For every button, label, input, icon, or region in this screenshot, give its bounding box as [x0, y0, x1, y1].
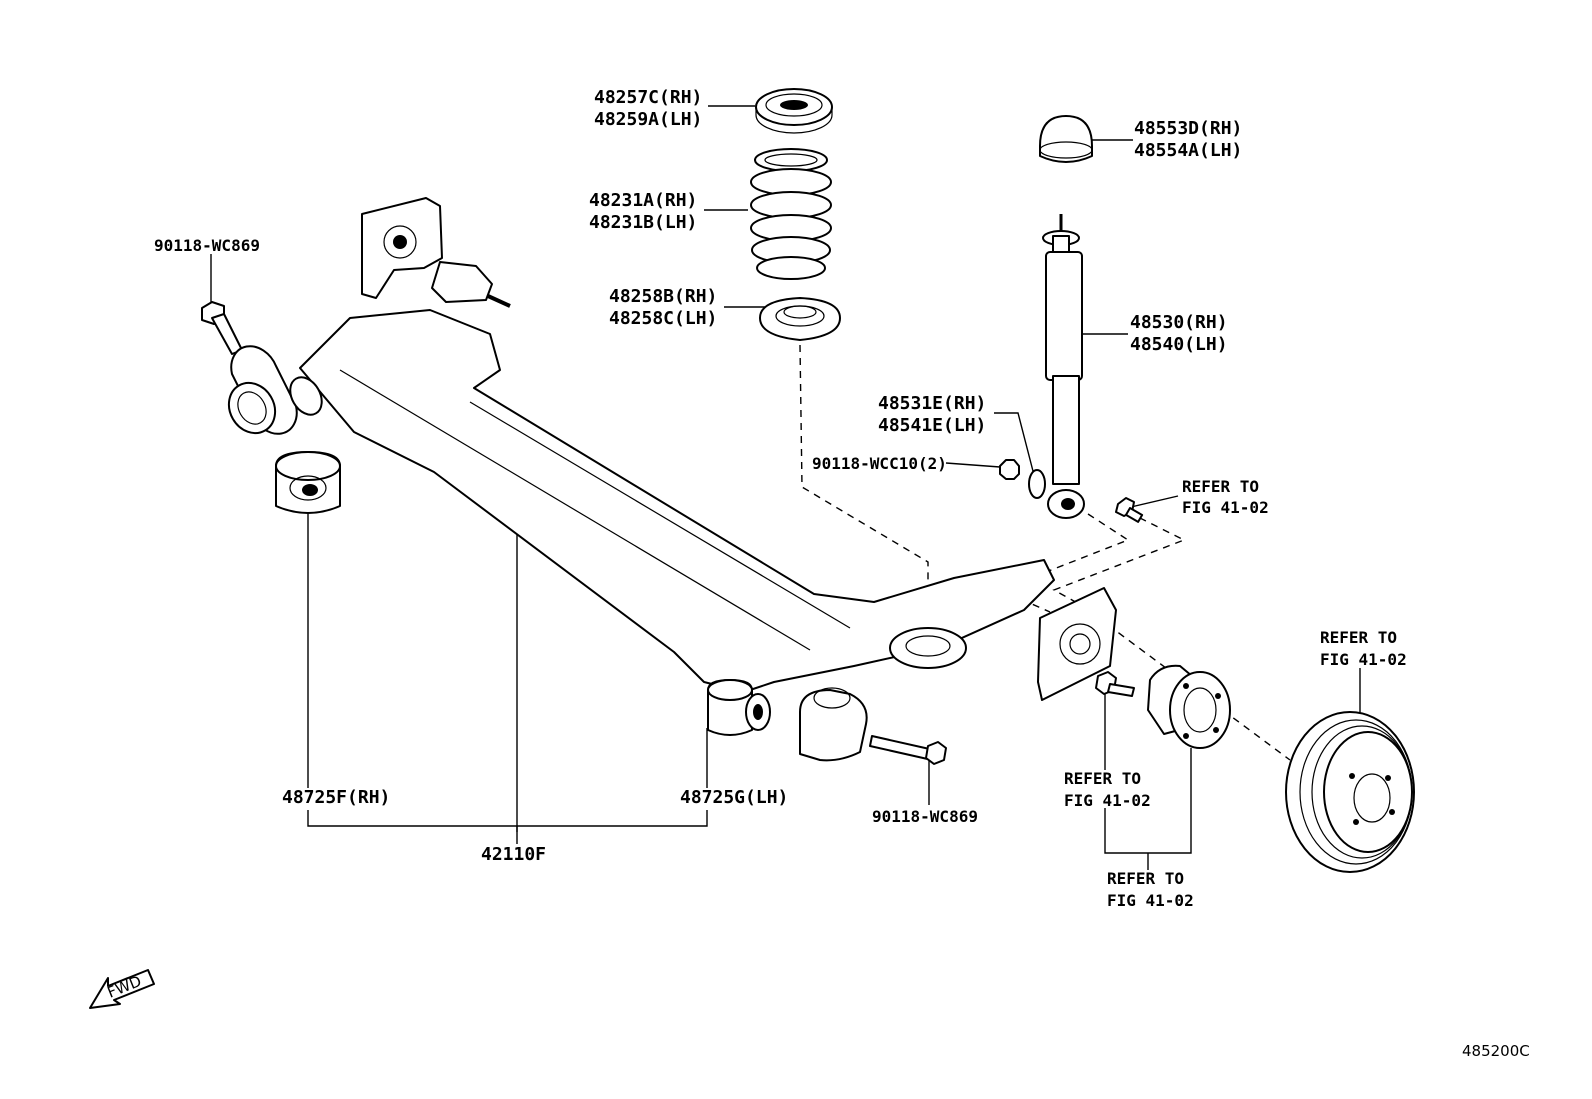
cushion-washer	[1028, 469, 1046, 499]
label-refer-drum-1: REFER TO	[1320, 628, 1397, 647]
label-refer-hub-2: FIG 41-02	[1107, 891, 1194, 910]
bushing-lh	[707, 679, 771, 736]
label-bushing-rh: 48725F(RH)	[282, 787, 390, 808]
label-axle-beam: 42110F	[481, 844, 546, 865]
lower-spring-seat	[759, 297, 841, 341]
label-coil-spring-lh: 48231B(LH)	[589, 212, 697, 233]
upper-spring-insulator	[755, 88, 833, 134]
label-bolt-left: 90118-WC869	[154, 236, 260, 255]
label-refer-drum-2: FIG 41-02	[1320, 650, 1407, 669]
shock-absorber	[1042, 214, 1085, 519]
label-refer-shock-1: REFER TO	[1182, 477, 1259, 496]
left-bolt	[201, 301, 243, 355]
axle-beam	[227, 197, 1117, 762]
shock-lower-bolt	[1115, 497, 1144, 523]
label-top-mount-lh: 48259A(LH)	[594, 109, 702, 130]
brake-drum	[1285, 711, 1415, 873]
label-refer-shock-2: FIG 41-02	[1182, 498, 1269, 517]
label-top-mount-rh: 48257C(RH)	[594, 87, 702, 108]
label-shock-absorber-rh: 48530(RH)	[1130, 312, 1228, 333]
label-bolt-right: 90118-WC869	[872, 807, 978, 826]
nut-part	[999, 459, 1020, 480]
figure-code: 485200C	[1462, 1042, 1530, 1060]
fwd-arrow: FWD	[89, 969, 155, 1009]
label-spring-seat-lh: 48258C(LH)	[609, 308, 717, 329]
label-coil-spring-rh: 48231A(RH)	[589, 190, 697, 211]
label-cushion-lh: 48541E(LH)	[878, 415, 986, 436]
hub-bearing	[1147, 664, 1231, 749]
bump-stopper-cap	[1039, 115, 1093, 163]
label-shock-absorber-lh: 48540(LH)	[1130, 334, 1228, 355]
label-bushing-lh: 48725G(LH)	[680, 787, 788, 808]
label-refer-bolt-2: FIG 41-02	[1064, 791, 1151, 810]
label-refer-hub-1: REFER TO	[1107, 869, 1184, 888]
label-nut: 90118-WCC10(2)	[812, 454, 947, 473]
label-bump-stopper-lh: 48554A(LH)	[1134, 140, 1242, 161]
hub-bolt	[1095, 671, 1135, 697]
label-cushion-rh: 48531E(RH)	[878, 393, 986, 414]
label-spring-seat-rh: 48258B(RH)	[609, 286, 717, 307]
leader-lines	[210, 105, 1361, 870]
part-labels: 48257C(RH) 48259A(LH) 48231A(RH) 48231B(…	[154, 87, 1530, 1060]
right-bolt	[869, 735, 947, 765]
fwd-label: FWD	[105, 972, 144, 1002]
bushing-rh	[275, 451, 341, 514]
label-refer-bolt-1: REFER TO	[1064, 769, 1141, 788]
label-bump-stopper-rh: 48553D(RH)	[1134, 118, 1242, 139]
coil-spring	[750, 148, 832, 280]
